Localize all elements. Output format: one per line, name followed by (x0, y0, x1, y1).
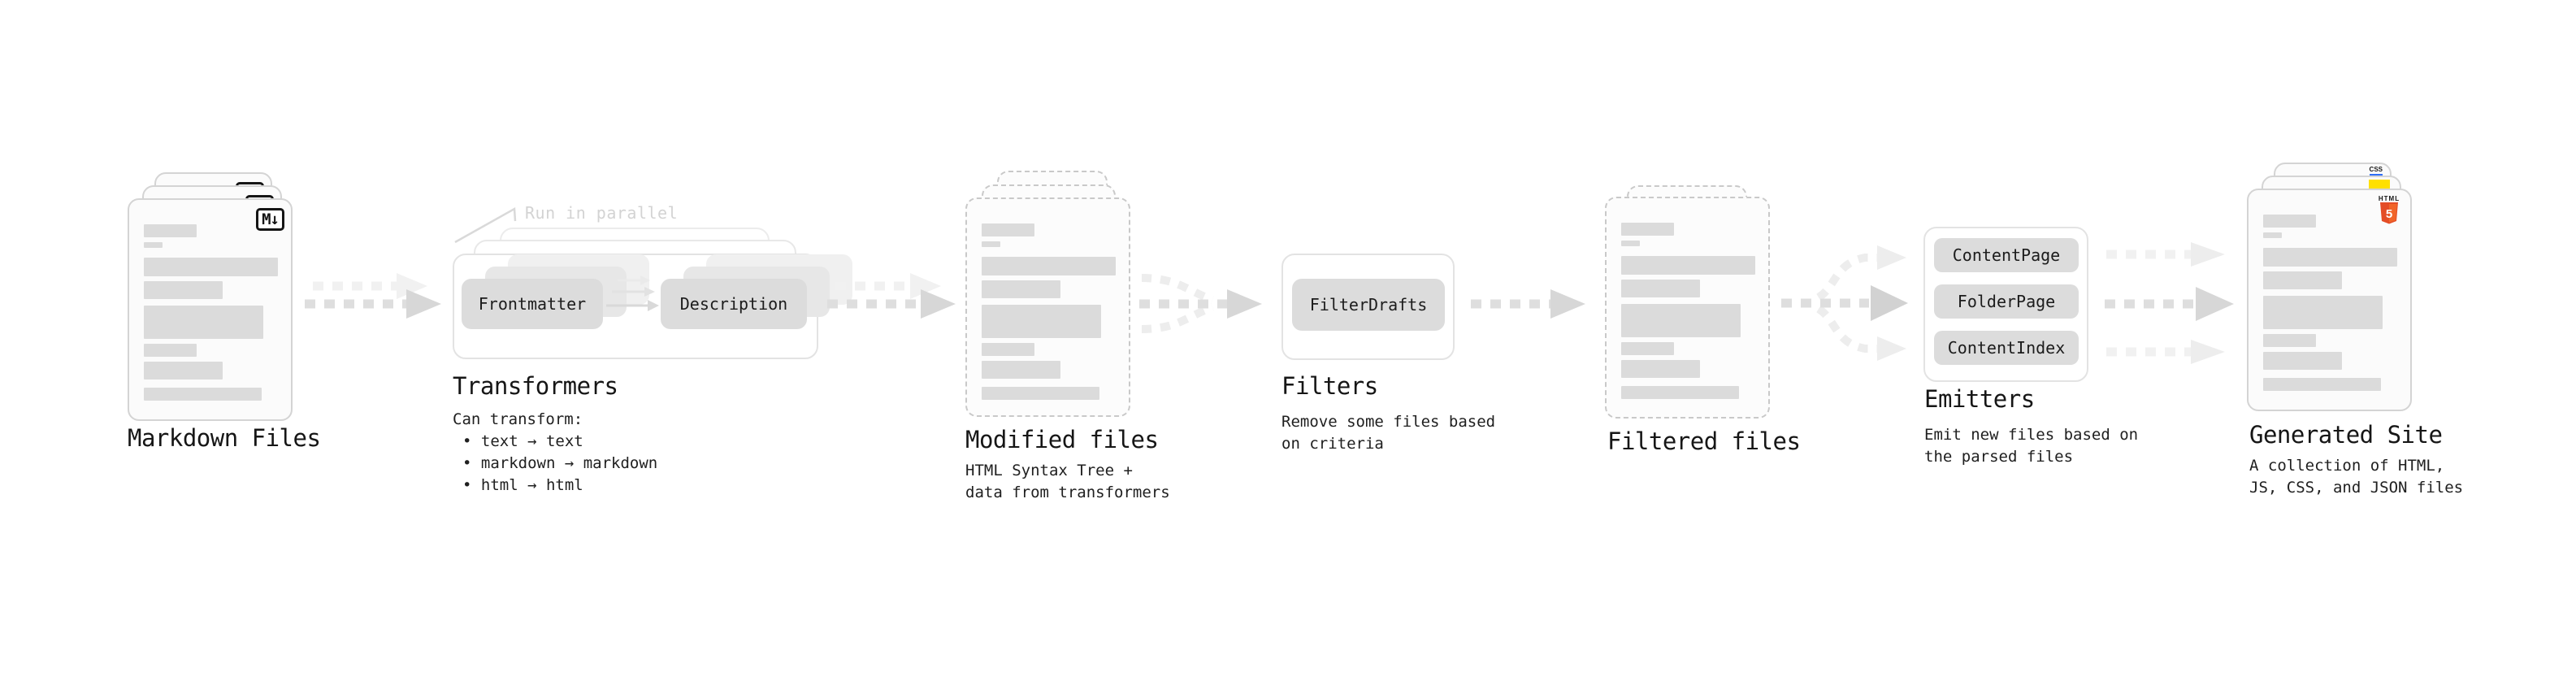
stage-title-emitters: Emitters (1924, 385, 2035, 413)
emitter-node-contentindex: ContentIndex (1934, 331, 2079, 365)
transformers-group: Frontmatter Description (453, 228, 852, 359)
filtered-file-card (1605, 197, 1770, 419)
stage-title-markdown-files: Markdown Files (128, 424, 321, 452)
svg-text:5: 5 (2386, 207, 2392, 221)
emitter-node-folderpage: FolderPage (1934, 284, 2079, 319)
stage-title-modified-files: Modified files (965, 426, 1159, 453)
css-icon: CSS (2369, 167, 2383, 176)
modified-file-card (965, 197, 1130, 417)
transformers-description: Can transform: • text → text • markdown … (453, 410, 658, 494)
emitters-description: Emit new files based on the parsed files (1924, 426, 2139, 466)
markdown-icon: M↓ (256, 208, 284, 231)
html5-shield: 5 (2380, 202, 2398, 224)
placeholder-text-lines (1621, 223, 1755, 399)
modified-files-stack (965, 171, 1160, 419)
arrow-filters-to-filtered (1471, 289, 1585, 319)
markdown-files-stack: M↓ M↓ M↓ (128, 172, 323, 421)
js-icon (2369, 180, 2390, 189)
filter-node-filterdrafts: FilterDrafts (1292, 279, 1445, 331)
transformer-node-frontmatter: Frontmatter (462, 279, 603, 329)
stage-title-filtered-files: Filtered files (1607, 427, 1801, 455)
generated-site-stack: CSS HTML 5 (2247, 163, 2442, 411)
placeholder-text-lines (144, 224, 278, 401)
filtered-files-stack (1605, 185, 1800, 434)
arrow-emitters-to-generated (2105, 242, 2234, 364)
modified-files-description: HTML Syntax Tree + data from transformer… (965, 462, 1170, 501)
markdown-file-card: M↓ (128, 198, 293, 421)
stage-title-generated-site: Generated Site (2249, 421, 2443, 449)
placeholder-text-lines (982, 223, 1116, 400)
stage-title-transformers: Transformers (453, 372, 618, 400)
html5-icon: HTML 5 (2378, 195, 2400, 228)
emitter-node-contentpage: ContentPage (1934, 238, 2079, 272)
stage-title-filters: Filters (1281, 372, 1378, 400)
arrow-filtered-to-emitters-split (1781, 245, 1908, 361)
transformer-node-description: Description (661, 279, 807, 329)
run-in-parallel-note: Run in parallel (525, 203, 679, 223)
arrow-markdown-to-transformers (305, 273, 441, 319)
html-file-card: HTML 5 (2247, 189, 2412, 411)
placeholder-text-lines (2263, 215, 2397, 391)
filters-description: Remove some files based on criteria (1281, 413, 1496, 453)
generated-site-description: A collection of HTML, JS, CSS, and JSON … (2249, 457, 2464, 497)
